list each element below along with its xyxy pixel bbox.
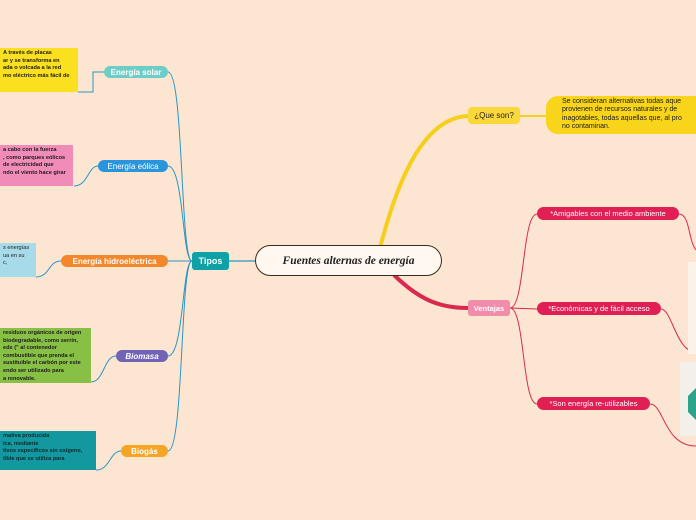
connector-tipos-solar	[167, 71, 193, 262]
biomasa-node[interactable]: Biomasa	[116, 350, 168, 362]
recycle-icon	[688, 388, 696, 420]
image-panel-partial	[688, 262, 696, 354]
connector-ventajas-amigables	[509, 213, 538, 309]
que-son-note[interactable]: Se consideran alternativas todas aque pr…	[546, 96, 696, 134]
connector-biogas-note	[95, 450, 122, 471]
connector-eolica-note	[73, 165, 99, 187]
ventaja-amigables-node[interactable]: *Amigables con el medio ambiente	[537, 207, 679, 220]
connector-ventajas-economicas	[509, 307, 538, 310]
connector-solar-note	[78, 71, 104, 93]
connector-hidro-note	[35, 260, 62, 278]
connector-tipos-biomasa	[167, 260, 193, 357]
connector-tipos-biogas	[167, 260, 193, 452]
connector-biomasa-note	[90, 355, 117, 383]
energia-hidroelectrica-node[interactable]: Energía hidroeléctrica	[61, 255, 168, 267]
connector-amigables-right	[678, 213, 696, 251]
biogas-note[interactable]: mativa producida ica, mediante tivos esp…	[0, 431, 96, 470]
ventaja-reutilizables-node[interactable]: *Son energía re-utilizables	[537, 397, 650, 410]
energia-hidroelectrica-note[interactable]: s energías ua en su c,	[0, 243, 36, 277]
energia-eolica-node[interactable]: Energía eólica	[98, 160, 168, 172]
central-topic[interactable]: Fuentes alternas de energía	[255, 245, 442, 276]
energia-solar-note[interactable]: A través de placas ar y se transforma en…	[0, 48, 78, 92]
ventaja-economicas-node[interactable]: *Económicas y de fácil acceso	[537, 302, 661, 315]
biomasa-note[interactable]: residuos orgánicos de origen biodegradab…	[0, 328, 91, 383]
connector-tipos-eolica	[167, 165, 193, 262]
ventajas-node[interactable]: Ventajas	[468, 300, 510, 316]
connector-reutil-right	[649, 403, 696, 447]
biogas-node[interactable]: Biogás	[121, 445, 168, 457]
connector-ventajas-reutil	[509, 307, 538, 405]
connector-center-queson	[378, 114, 470, 250]
energia-solar-node[interactable]: Energía solar	[104, 66, 168, 78]
connector-center-ventajas	[393, 274, 470, 310]
energia-eolica-note[interactable]: a cabo con la fuerza , como parques eóli…	[0, 145, 73, 186]
tipos-node[interactable]: Tipos	[192, 252, 229, 270]
que-son-node[interactable]: ¿Que son?	[468, 107, 520, 124]
